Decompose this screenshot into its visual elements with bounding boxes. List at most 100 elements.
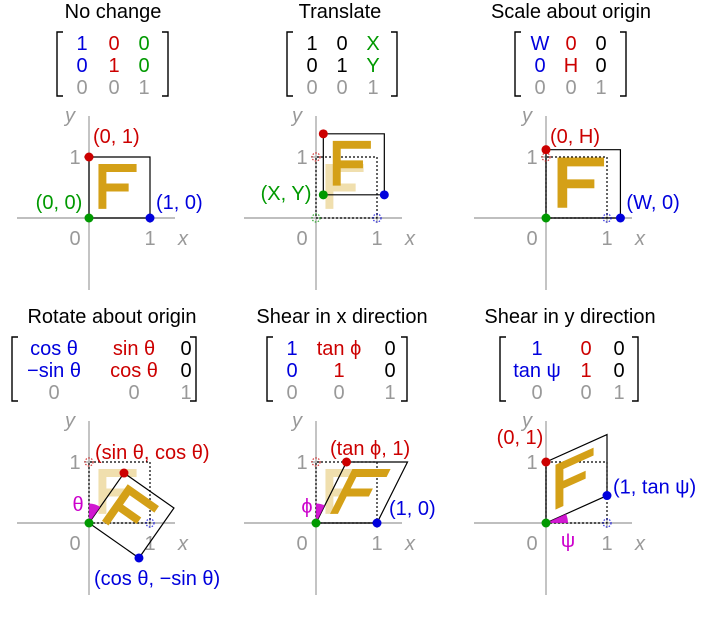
label-tan-phi-1: (tan ϕ, 1) — [330, 438, 410, 460]
axis-x-label: x — [177, 533, 189, 555]
sheared-parallelogram — [545, 433, 608, 524]
matrix-entry: 0 — [48, 382, 59, 404]
axis-one-label-x: 1 — [144, 228, 155, 250]
matrix-entry: 1 — [108, 55, 119, 77]
unit-square-dotted — [545, 461, 608, 524]
matrix-bracket-left — [266, 336, 273, 402]
matrix-entry: 1 — [384, 382, 395, 404]
scaled-square — [545, 149, 622, 219]
axis-zero-label: 0 — [69, 533, 80, 555]
matrix-entry: 1 — [333, 360, 344, 382]
axis-y-label: y — [63, 105, 76, 127]
transformed-square — [322, 133, 385, 196]
panel-title: Rotate about origin — [27, 306, 196, 328]
matrix-bracket-right — [401, 336, 408, 402]
matrix-entry: W — [531, 33, 550, 55]
matrix-bracket-left — [286, 31, 293, 97]
angle-phi-wedge — [316, 503, 325, 523]
matrix-bracket-right — [620, 31, 627, 97]
ghost-point-0-1 — [84, 457, 94, 467]
rotated-square — [88, 472, 175, 559]
label-0-h: (0, H) — [550, 126, 600, 148]
matrix-entry: Y — [366, 55, 379, 77]
matrix-bracket-left — [499, 336, 506, 402]
matrix-entry: 0 — [76, 55, 87, 77]
matrix-entry: 1 — [367, 77, 378, 99]
matrix-entry: 0 — [336, 33, 347, 55]
matrix-entry: 0 — [613, 338, 624, 360]
point-origin — [541, 518, 551, 528]
matrix-bracket-right — [632, 336, 639, 402]
sheared-parallelogram — [315, 461, 409, 524]
axis-one-label-x: 1 — [601, 228, 612, 250]
matrix-entry: 1 — [138, 77, 149, 99]
point-origin — [84, 518, 94, 528]
matrix-bracket-right — [391, 31, 398, 97]
matrix-entry: 0 — [286, 360, 297, 382]
matrix-entry: 0 — [565, 77, 576, 99]
matrix-entry: sin θ — [113, 338, 155, 360]
axis-zero-label: 0 — [296, 533, 307, 555]
axis-zero-label: 0 — [526, 228, 537, 250]
axis-one-label-y: 1 — [69, 452, 80, 474]
point-translated-origin — [318, 190, 328, 200]
axis-one-label-x: 1 — [371, 228, 382, 250]
letter-f-sheared — [555, 447, 594, 510]
matrix-entry: 0 — [306, 55, 317, 77]
point-w-0 — [615, 213, 625, 223]
label-point-1-0: (1, 0) — [156, 192, 203, 214]
axis-x-label: x — [404, 228, 416, 250]
matrix-entry: 0 — [108, 77, 119, 99]
matrix-entry: 0 — [76, 77, 87, 99]
letter-f-shape — [98, 164, 137, 209]
axis-x-label: x — [177, 228, 189, 250]
matrix-entry: cos θ — [110, 360, 158, 382]
matrix-entry: X — [366, 33, 379, 55]
axis-one-label-y: 1 — [296, 452, 307, 474]
axis-one-label-y: 1 — [296, 147, 307, 169]
ghost-point-1-0 — [372, 213, 382, 223]
matrix-entry: 1 — [613, 382, 624, 404]
axis-one-label-y: 1 — [526, 147, 537, 169]
matrix-bracket-left — [56, 31, 63, 97]
matrix-entry: 0 — [534, 77, 545, 99]
matrix-bracket-right — [190, 336, 197, 402]
matrix-entry: 1 — [595, 77, 606, 99]
point-1-tan-psi — [602, 491, 612, 501]
matrix-entry: 1 — [531, 338, 542, 360]
matrix-entry: 0 — [595, 33, 606, 55]
label-psi: ψ — [561, 530, 575, 552]
matrix-entry: 0 — [128, 382, 139, 404]
axis-y-label: y — [520, 410, 533, 432]
letter-f-scaled — [557, 157, 605, 208]
matrix-entry: 0 — [138, 55, 149, 77]
point-1-0 — [145, 213, 155, 223]
point-translated-0-1 — [318, 129, 328, 139]
matrix-entry: 0 — [534, 55, 545, 77]
matrix-entry: 1 — [76, 33, 87, 55]
matrix-entry: 1 — [306, 33, 317, 55]
matrix-entry: 1 — [336, 55, 347, 77]
point-tan-phi-1 — [342, 457, 351, 467]
unit-square — [88, 156, 151, 219]
matrix-entry: −sin θ — [27, 360, 81, 382]
angle-psi-wedge — [546, 513, 568, 523]
point-translated-1-0 — [379, 190, 389, 200]
axis-one-label-x: 1 — [144, 533, 155, 555]
point-cos-minus-sin — [134, 553, 144, 563]
ghost-point-1-0 — [145, 518, 155, 528]
matrix-entry: H — [564, 55, 578, 77]
axis-zero-label: 0 — [526, 533, 537, 555]
matrix-entry: 0 — [613, 360, 624, 382]
matrix-entry: 0 — [286, 382, 297, 404]
letter-f-sheared — [330, 469, 391, 514]
angle-theta-wedge — [89, 503, 101, 523]
label-sin-cos: (sin θ, cos θ) — [95, 442, 209, 464]
label-xy: (X, Y) — [261, 183, 312, 205]
panel-title: Scale about origin — [491, 1, 651, 23]
